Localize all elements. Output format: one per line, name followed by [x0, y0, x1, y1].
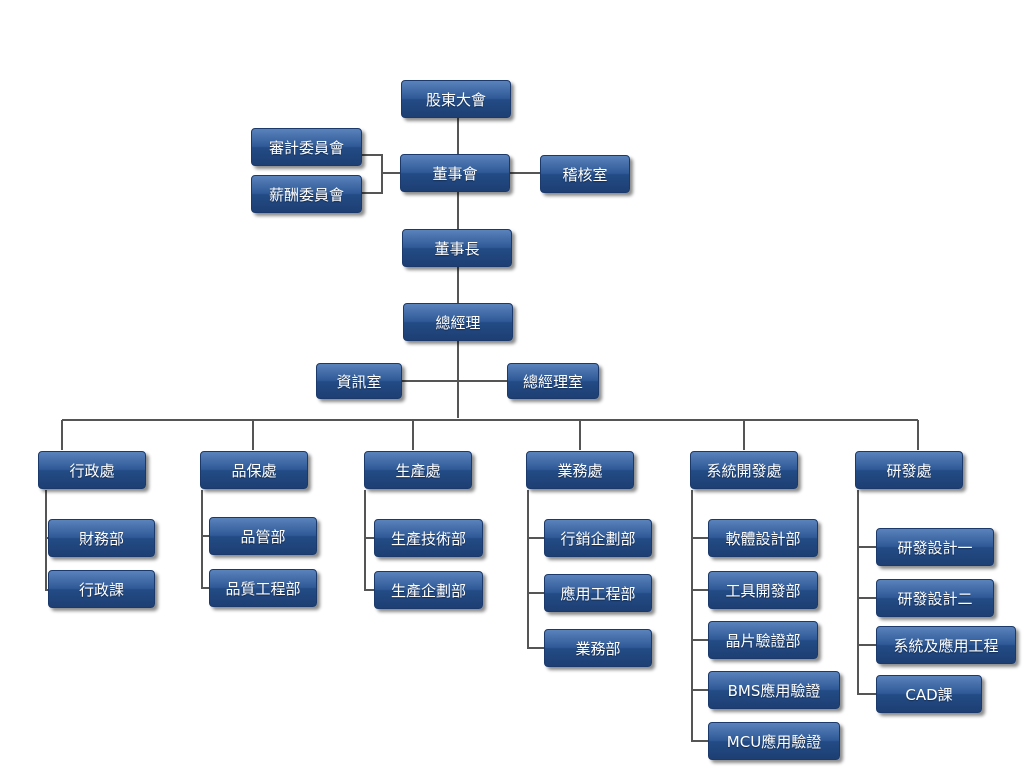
- node-production-division[interactable]: 生產處: [364, 451, 472, 489]
- node-gm-office[interactable]: 總經理室: [507, 363, 599, 399]
- node-system-dev-division[interactable]: 系統開發處: [690, 451, 798, 489]
- node-audit-committee[interactable]: 審計委員會: [251, 128, 362, 166]
- node-quality-eng-dept[interactable]: 品質工程部: [209, 569, 317, 607]
- node-tool-dev-dept[interactable]: 工具開發部: [708, 571, 818, 609]
- node-finance-dept[interactable]: 財務部: [48, 519, 155, 557]
- node-rd-division[interactable]: 研發處: [855, 451, 963, 489]
- node-cad-section[interactable]: CAD課: [876, 675, 982, 713]
- node-qa-division[interactable]: 品保處: [200, 451, 308, 489]
- node-admin-division[interactable]: 行政處: [38, 451, 146, 489]
- node-internal-audit[interactable]: 稽核室: [540, 155, 630, 193]
- node-business-division[interactable]: 業務處: [526, 451, 634, 489]
- node-application-eng-dept[interactable]: 應用工程部: [544, 574, 652, 612]
- node-chairman[interactable]: 董事長: [402, 229, 512, 267]
- node-qc-dept[interactable]: 品管部: [209, 517, 317, 555]
- node-marketing-planning-dept[interactable]: 行銷企劃部: [544, 519, 652, 557]
- node-software-design-dept[interactable]: 軟體設計部: [708, 519, 818, 557]
- node-bms-verification[interactable]: BMS應用驗證: [708, 671, 840, 709]
- node-mcu-verification[interactable]: MCU應用驗證: [708, 722, 840, 760]
- node-general-manager[interactable]: 總經理: [403, 303, 513, 341]
- node-shareholders[interactable]: 股東大會: [401, 80, 511, 118]
- node-compensation-committee[interactable]: 薪酬委員會: [251, 175, 362, 213]
- node-chip-verification-dept[interactable]: 晶片驗證部: [708, 621, 818, 659]
- node-rd-design-2[interactable]: 研發設計二: [876, 579, 994, 617]
- node-production-planning-dept[interactable]: 生產企劃部: [374, 571, 483, 609]
- node-board[interactable]: 董事會: [400, 154, 510, 192]
- node-rd-design-1[interactable]: 研發設計一: [876, 528, 994, 566]
- node-sales-dept[interactable]: 業務部: [544, 629, 652, 667]
- node-it-office[interactable]: 資訊室: [316, 363, 402, 399]
- node-admin-section[interactable]: 行政課: [48, 570, 155, 608]
- node-system-app-eng[interactable]: 系統及應用工程: [876, 626, 1016, 664]
- node-production-tech-dept[interactable]: 生產技術部: [374, 519, 483, 557]
